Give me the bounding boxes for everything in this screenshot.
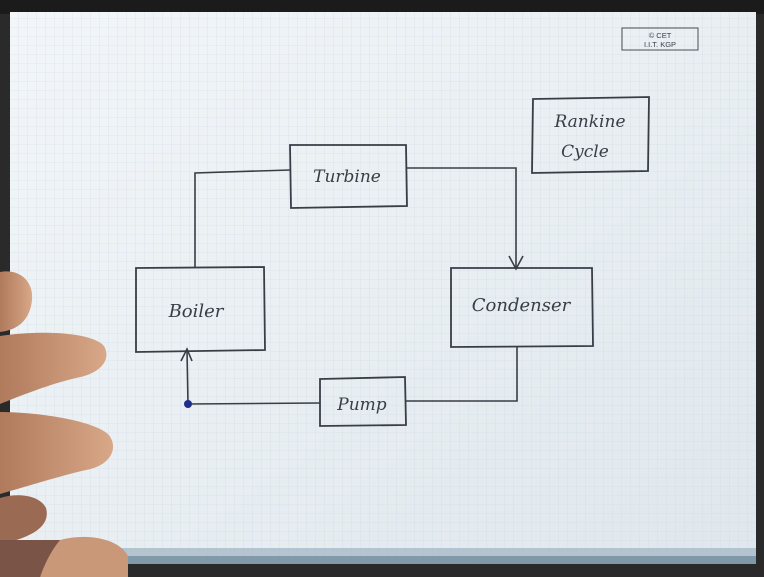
watermark-stamp: © CET I.I.T. KGP <box>621 27 699 51</box>
title-box: Rankine Cycle <box>531 96 650 174</box>
condenser-to-pump-line <box>406 347 518 402</box>
condenser-arrowhead <box>508 255 524 271</box>
top-shadow <box>0 0 764 14</box>
turbine-label: Turbine <box>313 167 381 187</box>
title-line-1: Rankine <box>553 112 625 132</box>
watermark-line-1: © CET <box>649 31 672 40</box>
condenser-node: Condenser <box>450 267 594 348</box>
turbine-to-condenser-line <box>407 167 517 268</box>
boiler-to-turbine-line <box>194 169 291 267</box>
boiler-arrowhead <box>180 347 193 362</box>
watermark-line-2: I.I.T. KGP <box>644 40 676 49</box>
pump-node: Pump <box>319 376 407 427</box>
title-line-2: Cycle <box>561 142 609 162</box>
boiler-label: Boiler <box>168 301 225 322</box>
boiler-node: Boiler <box>135 266 266 353</box>
paper-bottom-shadow <box>10 556 756 564</box>
turbine-node: Turbine <box>289 144 408 209</box>
condenser-label: Condenser <box>472 295 572 316</box>
pump-label: Pump <box>336 395 387 415</box>
presenter-hand <box>0 271 128 577</box>
grid-lines <box>10 12 756 564</box>
pump-outlet-dot <box>184 400 192 408</box>
